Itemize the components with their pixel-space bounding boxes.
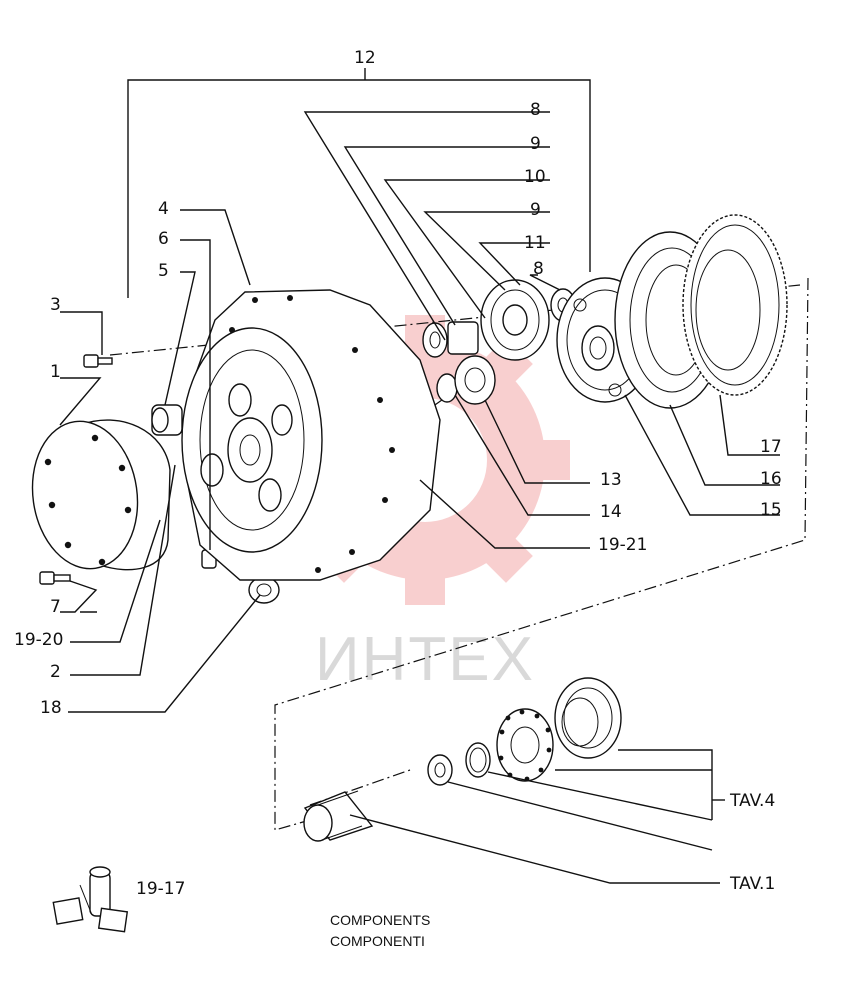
sealant-tubes-icon (52, 866, 129, 933)
watermark-text: ИНТЕХ (315, 625, 535, 694)
label-11: 11 (524, 233, 546, 253)
bracket-12 (127, 68, 591, 298)
label-9-mid: 9 (530, 200, 541, 220)
label-13: 13 (600, 470, 622, 490)
label-19-21: 19-21 (598, 535, 647, 555)
snap-ring (465, 742, 491, 778)
label-5: 5 (158, 261, 169, 281)
caption-components: COMPONENTS (330, 912, 430, 928)
label-19-20: 19-20 (14, 630, 63, 650)
label-6: 6 (158, 229, 169, 249)
label-12: 12 (354, 48, 376, 68)
label-3: 3 (50, 295, 61, 315)
label-19-17: 19-17 (136, 879, 185, 899)
label-2: 2 (50, 662, 61, 682)
planet-gear-lower (436, 355, 496, 405)
bushing-5 (151, 404, 183, 436)
leader-lines (59, 111, 780, 884)
planet-gear-upper (422, 279, 550, 361)
label-1: 1 (50, 362, 61, 382)
splined-shaft (303, 790, 374, 842)
label-8-mid: 8 (533, 259, 544, 279)
label-18: 18 (40, 698, 62, 718)
bearing-cup (554, 677, 622, 759)
label-8-top: 8 (530, 100, 541, 120)
label-15: 15 (760, 500, 782, 520)
label-14: 14 (600, 502, 622, 522)
label-9-top: 9 (530, 134, 541, 154)
caption-componenti: COMPONENTI (330, 933, 425, 949)
screw-7 (39, 571, 71, 585)
label-10: 10 (524, 167, 546, 187)
nut-18 (248, 576, 280, 604)
label-17: 17 (760, 437, 782, 457)
label-tav4: TAV.4 (729, 791, 775, 811)
callout-labels: 12 8 9 10 9 11 8 4 6 5 3 1 7 19-20 2 18 … (14, 48, 782, 899)
roller-bearing (496, 708, 554, 782)
label-7: 7 (50, 597, 61, 617)
label-16: 16 (760, 469, 782, 489)
label-tav1: TAV.1 (729, 874, 775, 894)
screw-3 (83, 354, 113, 368)
cover-plate (31, 419, 171, 571)
ring-gear (682, 214, 788, 396)
label-4: 4 (158, 199, 169, 219)
hub-housing (181, 289, 441, 581)
washer-small (427, 754, 453, 786)
